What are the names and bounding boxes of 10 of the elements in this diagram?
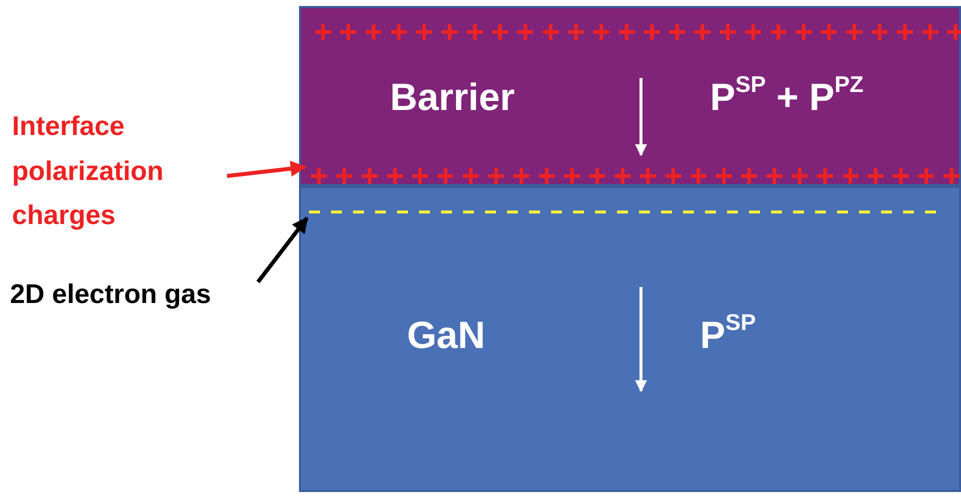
layer-label: Barrier xyxy=(390,78,515,120)
layer-label: GaN xyxy=(407,316,486,358)
gan-layer xyxy=(299,186,961,492)
barrier-layer xyxy=(299,6,961,186)
callout-label: Interface polarization charges xyxy=(12,110,165,232)
callout-label: 2D electron gas xyxy=(10,280,212,310)
arrow xyxy=(226,160,307,178)
polarization-label: P$^{SP}$ + P$^{PZ}$ xyxy=(710,78,864,120)
polarization-label: P$^{SP}$ xyxy=(700,316,756,358)
arrow xyxy=(256,216,309,284)
